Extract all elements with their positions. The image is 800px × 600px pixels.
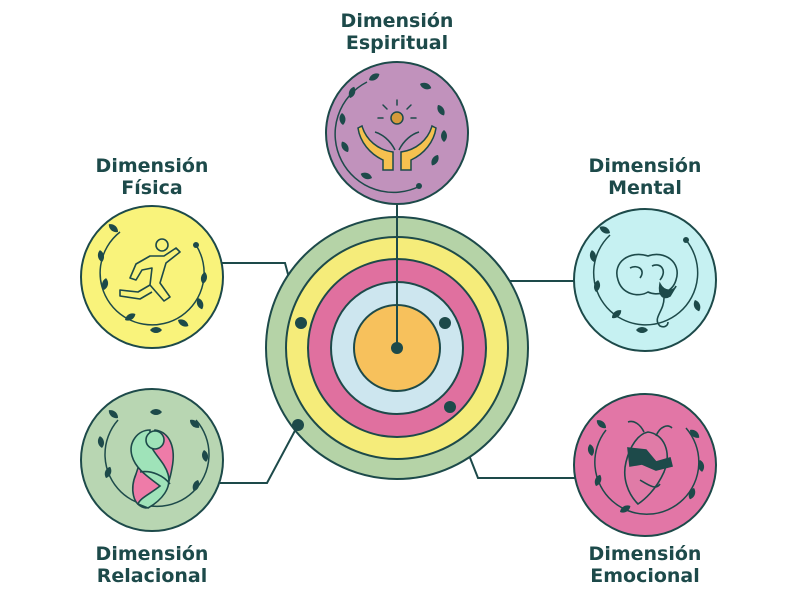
label-mental: Dimensión Mental (588, 155, 702, 199)
embrace-icon (130, 429, 174, 509)
hands-light-icon (357, 99, 437, 171)
brain-icon (616, 253, 678, 328)
label-fisica: Dimensión Física (95, 155, 209, 199)
connector-relacional (220, 424, 299, 484)
dimension-emocional-badge (573, 393, 717, 537)
dimension-fisica-badge (80, 205, 224, 349)
dimension-relacional-badge (80, 388, 224, 532)
heart-icon (623, 420, 673, 506)
label-emocional: Dimensión Emocional (588, 543, 702, 587)
running-person-icon (119, 238, 181, 302)
label-espiritual: Dimensión Espiritual (340, 10, 454, 54)
dimension-espiritual-badge (325, 61, 469, 205)
label-relacional: Dimensión Relacional (95, 543, 209, 587)
dimension-mental-badge (573, 208, 717, 352)
